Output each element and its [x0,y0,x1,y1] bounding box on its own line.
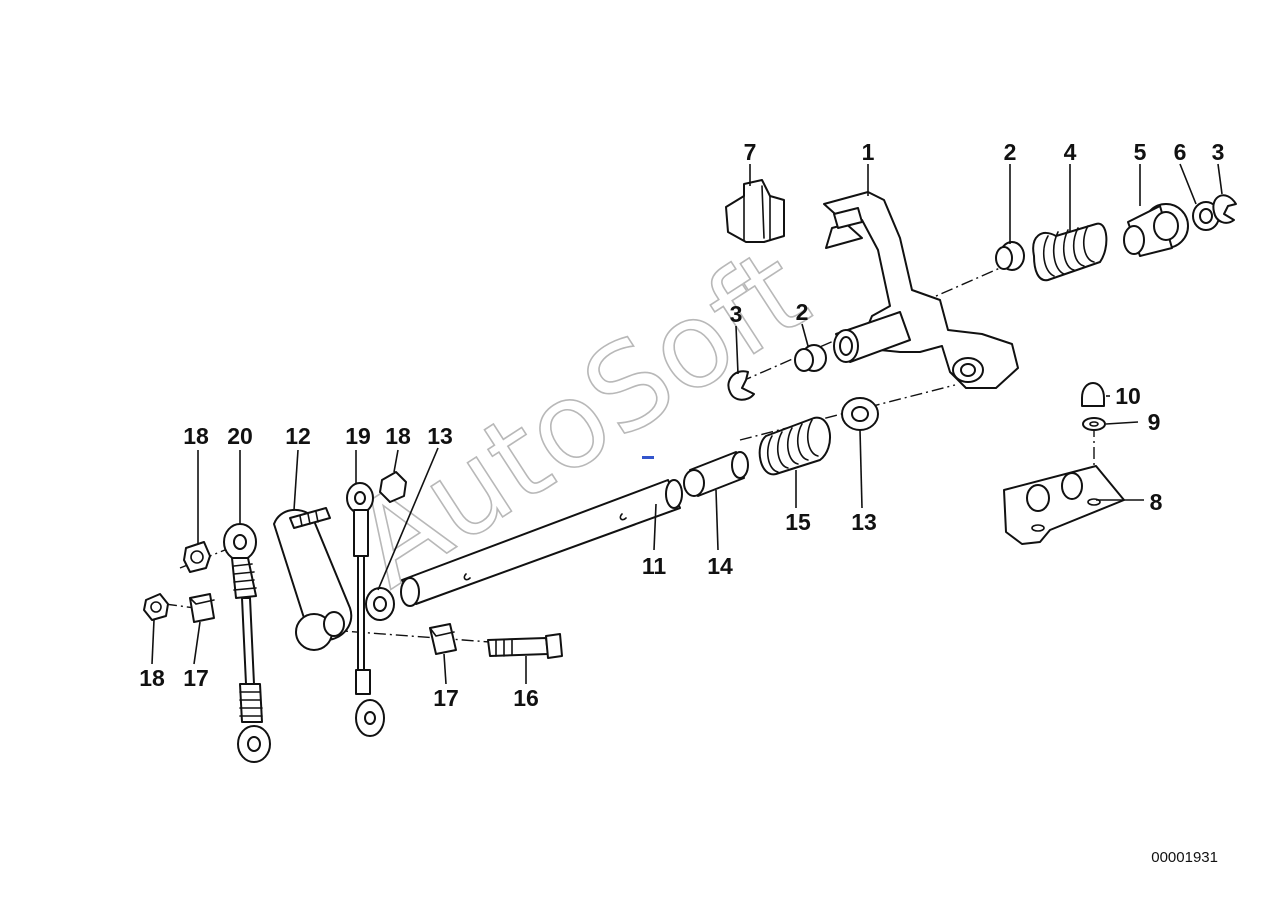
callout-15: 15 [785,509,811,535]
part-12-lever [273,507,353,651]
part-19-link [346,482,385,737]
part-15-spring [758,416,832,476]
callout-16: 16 [513,685,539,711]
part-18-nut-c [143,593,169,621]
callout-9: 9 [1148,409,1161,435]
callout-19: 19 [345,423,371,449]
part-9-washer [1082,417,1106,431]
part-2-bushing-upper [995,241,1025,271]
part-10-cap-nut [1081,382,1105,407]
part-20-link [223,523,271,763]
part-5-sleeve [1123,203,1189,257]
part-3-circlip-upper [1212,194,1237,224]
part-16-bolt [487,633,563,659]
callout-13-right: 13 [851,509,877,535]
part-1-bracket [823,191,1019,389]
part-4-spring [1032,222,1108,282]
part-18-nut-b [379,471,407,503]
part-3-circlip-lower [727,370,755,401]
callout-18-b: 18 [385,423,411,449]
callout-6: 6 [1174,139,1187,165]
callout-17-left: 17 [183,665,209,691]
callout-12: 12 [285,423,311,449]
watermark-text: AutoSoft [330,222,830,614]
callout-2-lower: 2 [796,299,809,325]
callout-13-left: 13 [427,423,453,449]
part-13-washer-right [841,397,879,431]
callout-3-lower: 3 [730,301,743,327]
callout-3-upper: 3 [1212,139,1225,165]
watermark: AutoSoft [329,221,831,614]
callout-4: 4 [1064,139,1077,165]
part-2-bushing-lower [794,344,827,372]
callout-11: 11 [642,553,667,579]
part-13-washer-left [365,587,395,621]
callout-20: 20 [227,423,253,449]
callout-8: 8 [1150,489,1163,515]
part-18-nut-a [183,541,211,573]
callout-17-right: 17 [433,685,459,711]
callout-2-upper: 2 [1004,139,1017,165]
leader-lines [151,163,1223,685]
part-8-plate [1003,465,1125,545]
part-7-clip [725,179,785,243]
callout-labels: 7 1 2 4 5 6 3 3 2 10 9 8 13 15 14 11 18 … [139,139,1224,711]
callout-5: 5 [1134,139,1147,165]
callout-1: 1 [862,139,875,165]
callout-7: 7 [744,139,757,165]
callout-18-a: 18 [183,423,209,449]
marker [642,456,654,459]
callout-10: 10 [1115,383,1141,409]
part-11-shaft [400,479,683,607]
callout-14: 14 [707,553,733,579]
part-17-spacer-left [189,593,215,623]
document-number: 00001931 [1151,849,1218,866]
callout-18-c: 18 [139,665,165,691]
part-17-spacer-right [429,623,457,655]
part-14-sleeve [683,451,749,497]
